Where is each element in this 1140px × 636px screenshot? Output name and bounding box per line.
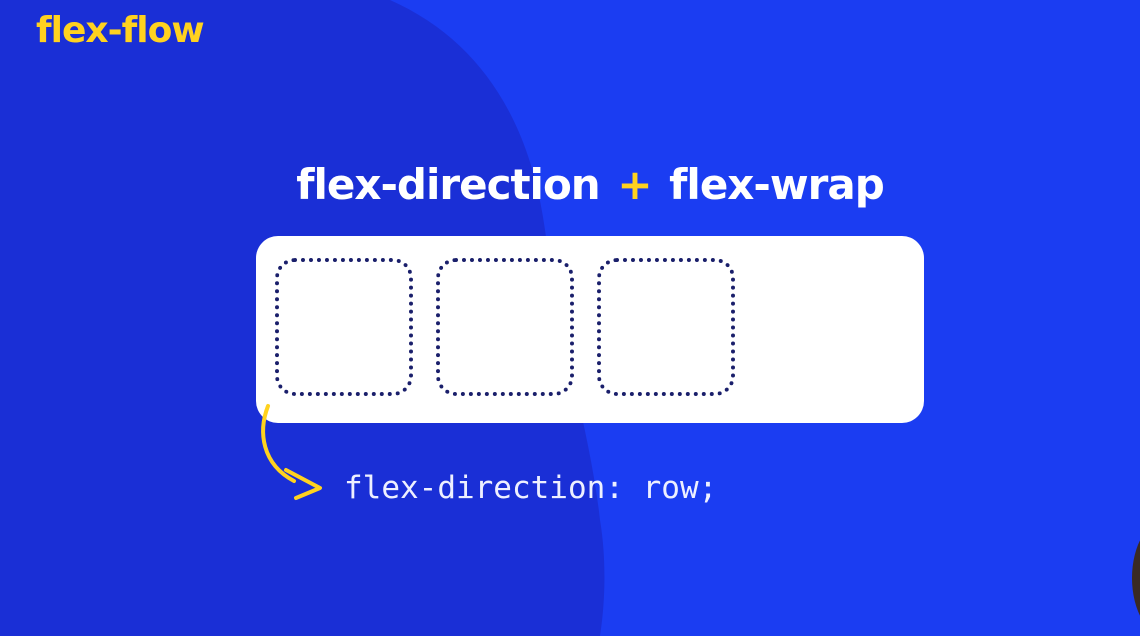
heading-plus: + [617,160,652,209]
flex-item-1 [275,258,413,396]
presenter-thumbnail [1132,540,1140,616]
flex-item-3 [597,258,735,396]
topic-title: flex-flow [36,10,205,51]
curved-arrow-icon [261,404,322,500]
flex-container [256,236,924,423]
heading-flex-wrap: flex-wrap [669,160,885,209]
code-snippet: flex-direction: row; [344,470,718,506]
heading-flex-direction: flex-direction [296,160,600,209]
flex-item-2 [436,258,574,396]
slide-heading: flex-direction + flex-wrap [0,160,1140,209]
